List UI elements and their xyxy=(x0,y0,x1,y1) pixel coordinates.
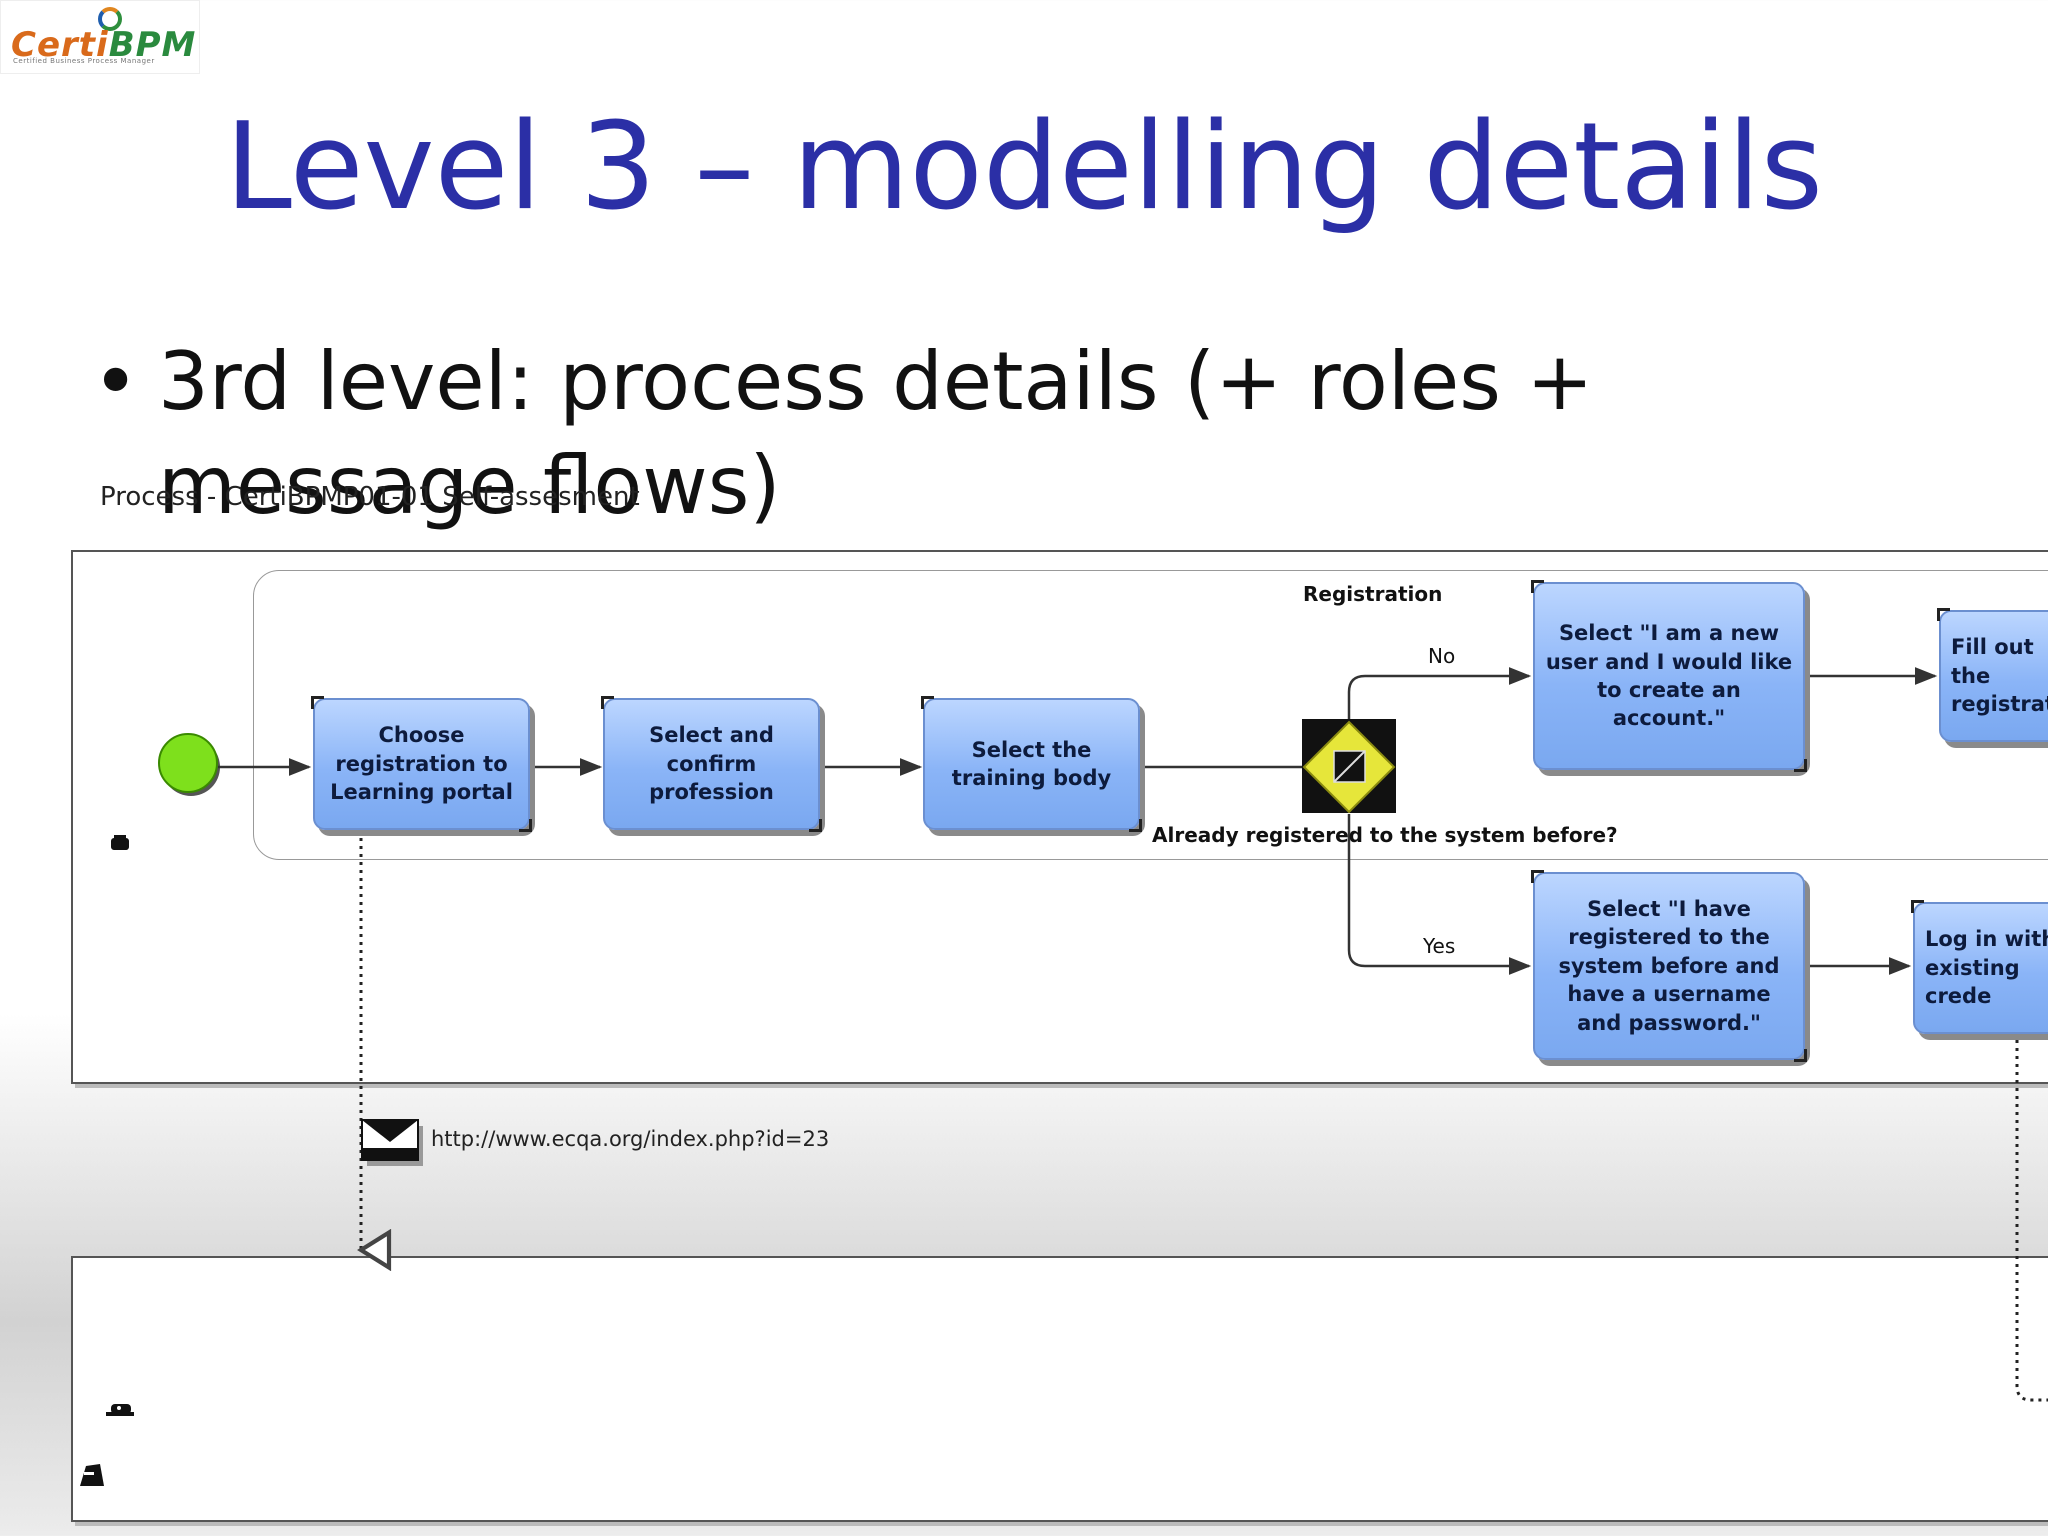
task-choose-registration: Choose registration to Learning portal xyxy=(311,696,532,832)
logo-ring-icon xyxy=(98,7,122,31)
branch-no-label: No xyxy=(1428,644,1456,668)
task-log-in: Log in with existing crede xyxy=(1911,900,2048,1034)
logo-tagline: Certified Business Process Manager xyxy=(13,57,155,65)
task-select-profession: Select and confirm profession xyxy=(601,696,822,832)
process-label: Process - CertiBPMP01-01 Self-assesment xyxy=(100,482,640,512)
certibpm-logo: CertiBPM Certified Business Process Mana… xyxy=(0,0,200,74)
start-event-icon xyxy=(158,733,220,796)
registration-subprocess xyxy=(253,570,2048,860)
task-select-training-body: Select the training body xyxy=(921,696,1142,832)
task-fill-out-form: Fill out the registrati xyxy=(1937,608,2048,742)
bullet-dot-icon: • xyxy=(92,335,140,428)
message-envelope-icon xyxy=(361,1119,423,1166)
lower-pool-participant-icon xyxy=(106,1404,134,1416)
task-new-user: Select "I am a new user and I would like… xyxy=(1531,580,1807,772)
pool-participant-icon xyxy=(111,835,129,850)
logo-brand-prefix: Certi xyxy=(11,25,109,65)
slide-title: Level 3 – modelling details xyxy=(224,98,1824,237)
gateway-question-label: Already registered to the system before? xyxy=(1152,823,1618,847)
registration-label: Registration xyxy=(1303,582,1443,606)
bullet-text: 3rd level: process details (+ roles + me… xyxy=(158,335,1594,532)
message-url-label: http://www.ecqa.org/index.php?id=23 xyxy=(431,1127,830,1151)
lower-pool xyxy=(71,1256,2048,1522)
exclusive-gateway-icon xyxy=(1302,719,1396,814)
logo-brand-suffix: BPM xyxy=(108,25,197,65)
lower-pool-role-icon xyxy=(80,1464,104,1486)
branch-yes-label: Yes xyxy=(1423,934,1456,958)
task-registered-user: Select "I have registered to the system … xyxy=(1531,870,1807,1062)
